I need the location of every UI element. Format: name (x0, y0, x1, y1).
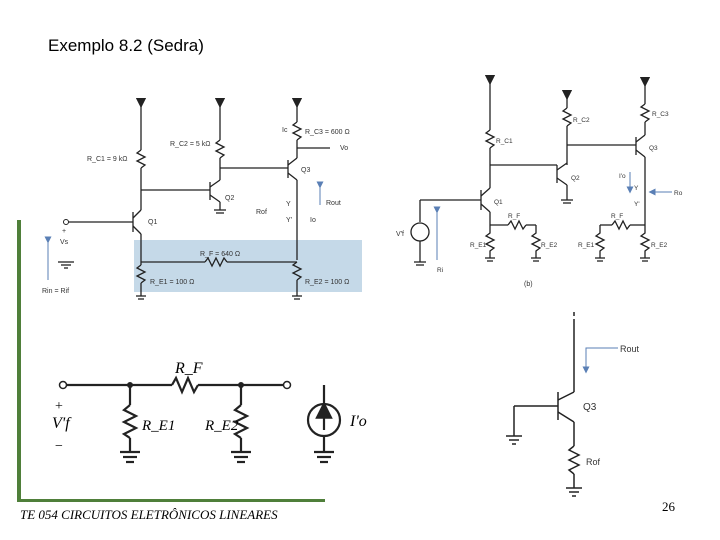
label-c-io: I'o (349, 413, 367, 430)
label-c-vf: V'f (52, 415, 72, 432)
label-b-re2: R_E2 (541, 242, 558, 249)
label-b-y: Y (634, 185, 639, 192)
label-b-re2b: R_E2 (651, 242, 668, 249)
label-ic: Ic (282, 127, 288, 134)
green-bar-bottom (17, 499, 325, 502)
label-b-yp: Y' (634, 201, 640, 208)
label-b-q3: Q3 (649, 145, 658, 152)
label-re2: R_E2 = 100 Ω (305, 279, 349, 286)
label-b-re1: R_E1 (470, 242, 487, 249)
green-bar-left (17, 220, 21, 502)
label-c-minus: − (55, 439, 63, 454)
label-rin: Rin = Rif (42, 288, 69, 295)
label-b-rc1: R_C1 (496, 138, 513, 145)
label-c-re1: R_E1 (141, 418, 175, 434)
circuit-a (58, 97, 362, 300)
label-b-rc2: R_C2 (573, 117, 590, 124)
circuit-c (63, 375, 342, 464)
page-title: Exemplo 8.2 (Sedra) (48, 36, 204, 55)
label-b-rc3: R_C3 (652, 111, 669, 118)
label-vs: Vs (60, 239, 69, 246)
label-io: Io (310, 217, 316, 224)
label-q3: Q3 (301, 167, 310, 174)
label-c-rf: R_F (174, 360, 203, 377)
label-b-vi: V'f (396, 231, 404, 238)
label-b-ri: Ri (437, 267, 443, 274)
label-rf: R_F = 640 Ω (200, 251, 240, 258)
label-d-q3: Q3 (583, 402, 597, 413)
label-rc2: R_C2 = 5 kΩ (170, 141, 210, 148)
label-vo: Vo (340, 145, 348, 152)
feedback-network-shading (134, 240, 362, 292)
label-b-rf: R_F (508, 213, 520, 220)
label-b-q1: Q1 (494, 199, 503, 206)
label-b-io: I'o (619, 173, 626, 180)
label-b-ro: Ro (674, 190, 683, 197)
label-c-re2: R_E2 (204, 418, 239, 434)
label-b-rf2: R_F (611, 213, 623, 220)
circuit-b (410, 74, 651, 266)
footer-course-title: TE 054 CIRCUITOS ELETRÔNICOS LINEARES (20, 507, 278, 522)
label-b-re1b: R_E1 (578, 242, 595, 249)
label-re1: R_E1 = 100 Ω (150, 279, 194, 286)
label-rof: Rof (256, 209, 267, 216)
label-d-rof: Rof (586, 457, 601, 467)
circuit-d (506, 312, 582, 497)
label-c-plus: + (55, 399, 63, 414)
label-b-caption: (b) (524, 281, 533, 288)
label-d-rout: Rout (620, 344, 640, 354)
label-rc1: R_C1 = 9 kΩ (87, 156, 127, 163)
label-y: Y (286, 201, 291, 208)
label-plus-a: + (62, 228, 66, 235)
label-b-q2: Q2 (571, 175, 580, 182)
label-rc3: R_C3 = 600 Ω (305, 129, 350, 136)
label-rout: Rout (326, 200, 341, 207)
label-q2: Q2 (225, 195, 234, 202)
page-number: 26 (662, 499, 675, 514)
label-q1: Q1 (148, 219, 157, 226)
label-yp: Y' (286, 217, 292, 224)
